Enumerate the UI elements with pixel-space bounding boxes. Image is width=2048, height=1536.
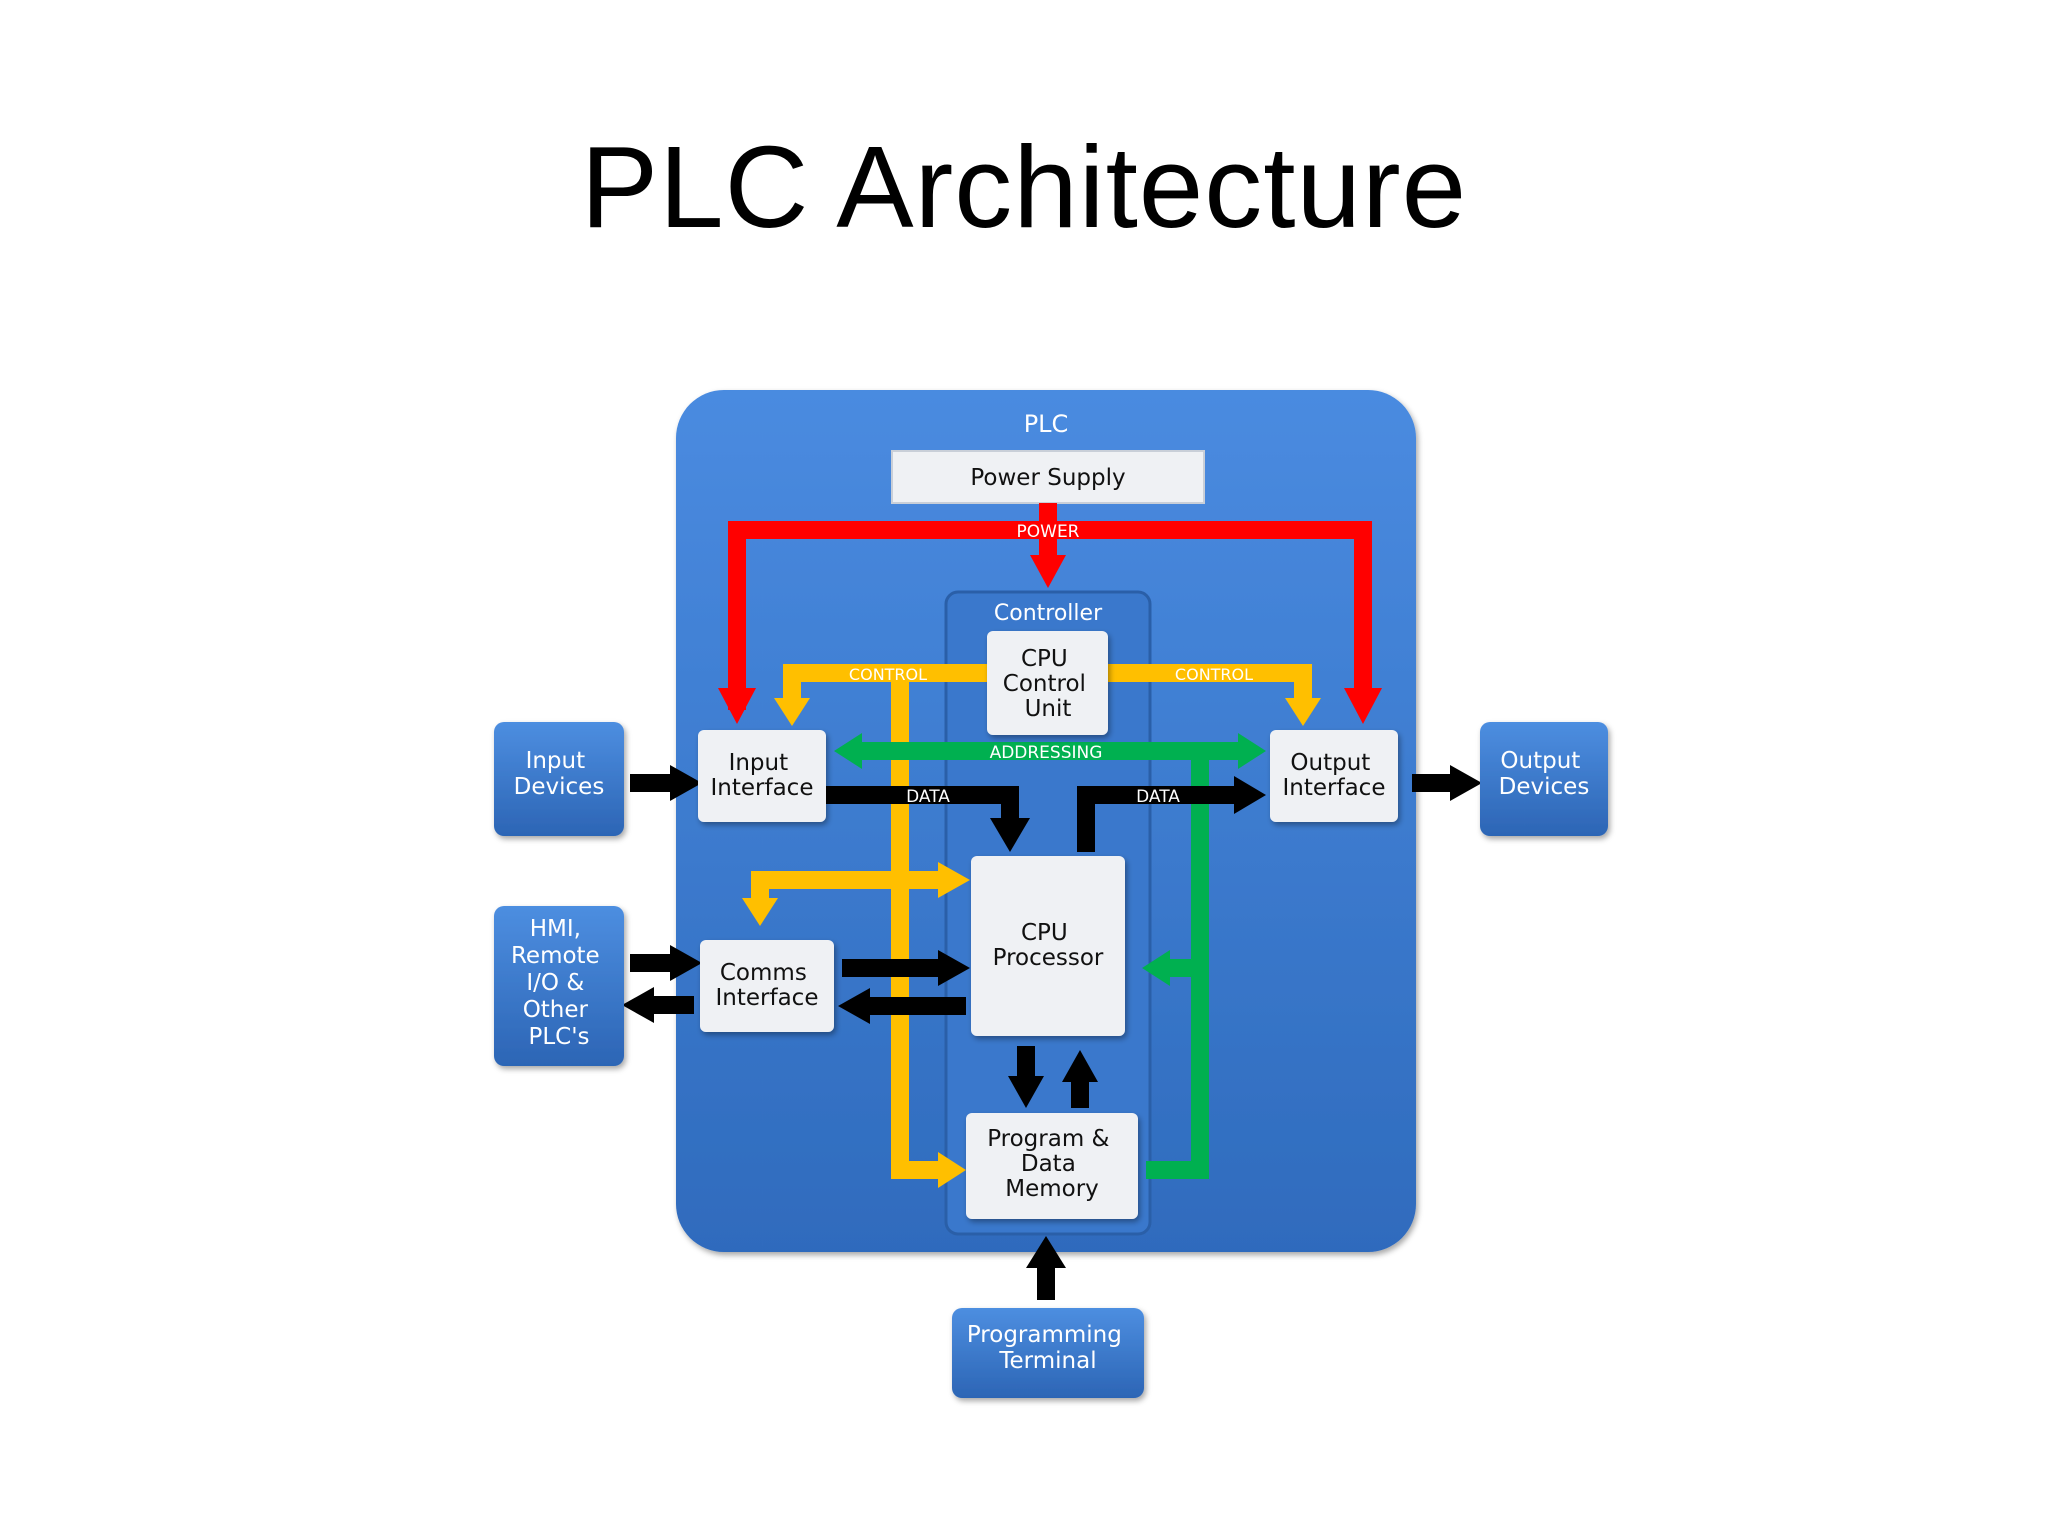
hmi-remote-io-box — [494, 906, 624, 1066]
data-left-label: DATA — [906, 787, 950, 807]
output-devices-label: Output Devices — [1499, 748, 1590, 800]
output-interface-label: Output Interface — [1283, 750, 1386, 801]
power-supply-label: Power Supply — [970, 465, 1125, 491]
input-devices-box — [494, 722, 624, 836]
controller-label: Controller — [994, 601, 1103, 626]
cpu-processor-box — [971, 856, 1125, 1036]
input-devices-label: Input Devices — [514, 748, 605, 800]
slide-title: PLC Architecture — [580, 122, 1468, 252]
input-interface-label: Input Interface — [711, 750, 814, 801]
power-supply-box — [891, 450, 1205, 504]
power-label: POWER — [1017, 522, 1080, 542]
program-data-memory-box — [966, 1113, 1138, 1219]
cpu-control-unit-box — [987, 631, 1108, 735]
output-devices-box — [1480, 722, 1608, 836]
power-arrows — [718, 503, 1382, 724]
comms-interface-box — [700, 940, 834, 1032]
control-arrows — [742, 664, 1321, 1188]
program-data-memory-label: Program & Data Memory — [987, 1126, 1117, 1202]
control-left-label: CONTROL — [849, 665, 927, 684]
plc-label: PLC — [1024, 410, 1069, 438]
addressing-label: ADDRESSING — [990, 743, 1103, 763]
addressing-arrows — [834, 733, 1266, 1179]
data-right-label: DATA — [1136, 787, 1180, 807]
control-right-label: CONTROL — [1175, 665, 1253, 684]
programming-terminal-label: Programming Terminal — [967, 1322, 1129, 1374]
input-interface-box — [698, 730, 826, 822]
cpu-processor-label: CPU Processor — [993, 920, 1104, 971]
comms-interface-label: Comms Interface — [716, 960, 819, 1011]
data-arrows — [622, 765, 1482, 1300]
programming-terminal-box — [952, 1308, 1144, 1398]
hmi-remote-io-label: HMI, Remote I/O & Other PLC's — [511, 916, 607, 1050]
cpu-control-unit-label: CPU Control Unit — [1003, 646, 1093, 722]
output-interface-box — [1270, 730, 1398, 822]
